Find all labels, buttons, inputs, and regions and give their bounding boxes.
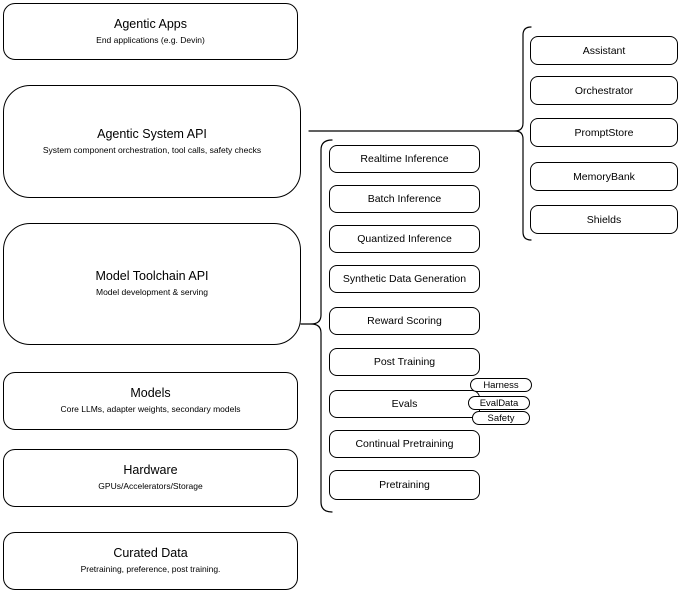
node-evals: Evals: [329, 390, 480, 418]
node-curated-data: Curated Data Pretraining, preference, po…: [3, 532, 298, 590]
node-quantized-inference: Quantized Inference: [329, 225, 480, 253]
system-components-brace: [514, 26, 532, 241]
node-shields: Shields: [530, 205, 678, 234]
node-promptstore: PromptStore: [530, 118, 678, 147]
node-title: Hardware: [123, 463, 178, 478]
node-hardware: Hardware GPUs/Accelerators/Storage: [3, 449, 298, 507]
node-subtitle: Model development & serving: [96, 287, 208, 298]
node-continual-pretraining: Continual Pretraining: [329, 430, 480, 458]
node-agentic-system-api: Agentic System API System component orch…: [3, 85, 301, 198]
node-realtime-inference: Realtime Inference: [329, 145, 480, 173]
node-agentic-apps: Agentic Apps End applications (e.g. Devi…: [3, 3, 298, 60]
node-models: Models Core LLMs, adapter weights, secon…: [3, 372, 298, 430]
tag-harness: Harness: [470, 378, 532, 392]
node-subtitle: Core LLMs, adapter weights, secondary mo…: [60, 404, 241, 415]
node-batch-inference: Batch Inference: [329, 185, 480, 213]
node-orchestrator: Orchestrator: [530, 76, 678, 105]
node-pretraining: Pretraining: [329, 470, 480, 500]
node-title: Agentic Apps: [114, 16, 187, 31]
node-memorybank: MemoryBank: [530, 162, 678, 191]
node-subtitle: System component orchestration, tool cal…: [42, 144, 262, 155]
node-subtitle: End applications (e.g. Devin): [96, 34, 205, 45]
node-model-toolchain-api: Model Toolchain API Model development & …: [3, 223, 301, 345]
node-title: Curated Data: [113, 546, 188, 561]
node-title: Models: [130, 386, 171, 401]
node-reward-scoring: Reward Scoring: [329, 307, 480, 335]
node-subtitle: GPUs/Accelerators/Storage: [98, 481, 203, 492]
node-assistant: Assistant: [530, 36, 678, 65]
node-synthetic-data-generation: Synthetic Data Generation: [329, 265, 480, 293]
tag-evaldata: EvalData: [468, 396, 530, 410]
node-title: Model Toolchain API: [95, 269, 209, 284]
node-post-training: Post Training: [329, 348, 480, 376]
node-title: Agentic System API: [97, 126, 207, 141]
tag-safety: Safety: [472, 411, 530, 425]
node-subtitle: Pretraining, preference, post training.: [80, 564, 221, 575]
